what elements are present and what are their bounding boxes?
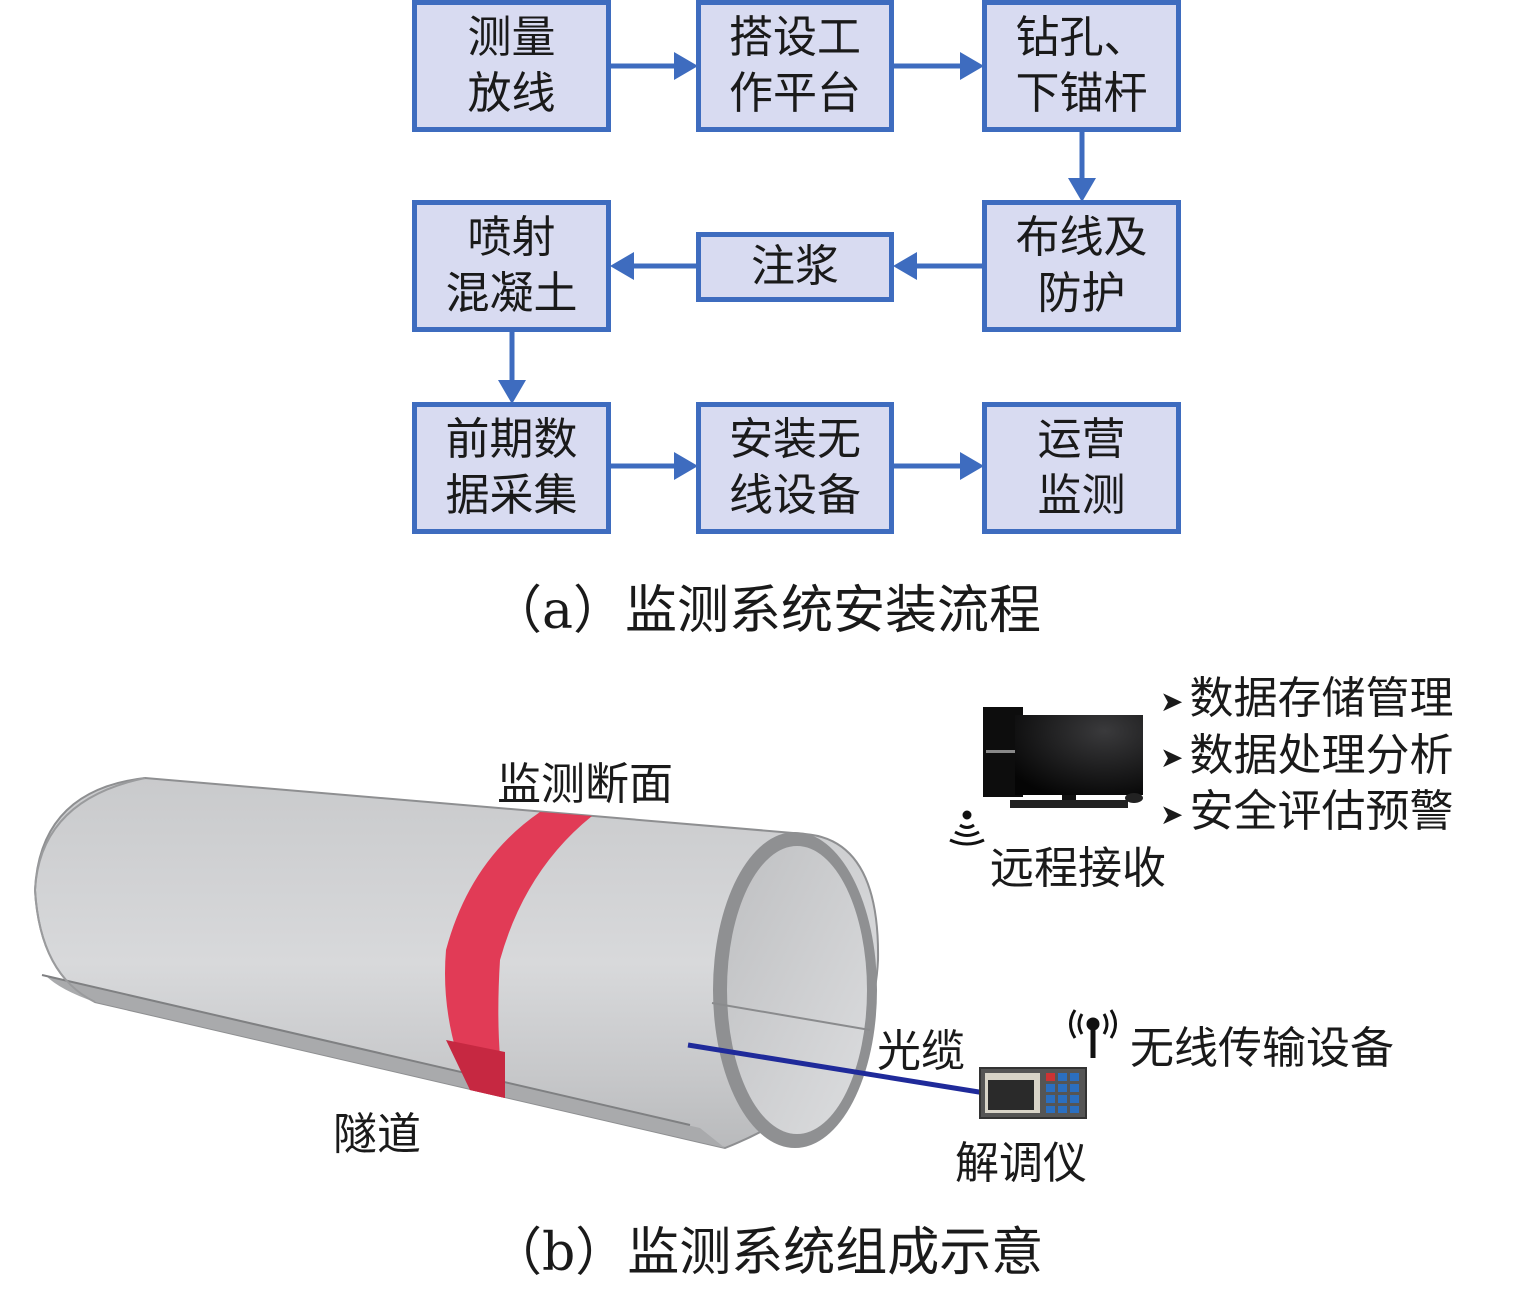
tunnel-edge-line	[41, 974, 691, 1126]
tunnel-inner-line	[711, 1002, 871, 1031]
arrowhead-s1-s2	[674, 52, 698, 80]
function-item: ➤安全评估预警	[1160, 785, 1453, 842]
step-text: 钻孔、	[1015, 12, 1148, 63]
step-grouting: 注浆	[696, 232, 894, 302]
function-item: ➤数据存储管理	[1160, 672, 1453, 729]
step-text: 线设备	[729, 470, 861, 521]
step-text: 喷射	[467, 212, 556, 263]
step-text: 注浆	[751, 241, 839, 292]
step-text: 安装无	[729, 414, 861, 465]
caption-b: （b）监测系统组成示意	[490, 1223, 1044, 1283]
step-text: 搭设工	[729, 12, 861, 63]
monitoring-section-label: 监测断面	[497, 759, 673, 810]
function-text: 数据处理分析	[1189, 729, 1454, 781]
arrowhead-s2-s3	[960, 52, 984, 80]
function-item: ➤数据处理分析	[1160, 729, 1453, 786]
wifi-signal-icon	[949, 810, 985, 846]
computer-icon	[983, 707, 1143, 808]
antenna-icon	[1069, 1009, 1117, 1058]
fiber-cable-label: 光缆	[877, 1026, 965, 1077]
function-text: 数据存储管理	[1189, 673, 1454, 724]
step-text: 测量	[467, 12, 556, 63]
step-text: 运营	[1037, 414, 1126, 465]
function-text: 安全评估预警	[1189, 786, 1454, 837]
step-text: 放线	[467, 68, 556, 119]
step-text: 监测	[1037, 470, 1126, 521]
arrowhead-s4-s5	[893, 252, 917, 280]
step-text: 布线及	[1015, 212, 1148, 263]
step-operation-monitoring: 运营 监测	[982, 402, 1181, 534]
band-lower-shade	[446, 1040, 505, 1098]
arrowhead-s8-s9	[960, 452, 984, 480]
tunnel-opening-inner	[727, 846, 867, 1134]
step-text: 下锚杆	[1015, 68, 1148, 119]
arrow-bullet-icon: ➤	[1160, 684, 1184, 718]
step-initial-data: 前期数 据采集	[412, 402, 611, 534]
step-text: 混凝土	[445, 268, 578, 319]
monitoring-section-band	[445, 812, 592, 1098]
tunnel-lower-face	[45, 975, 725, 1148]
arrow-bullet-icon: ➤	[1160, 797, 1184, 831]
tunnel-left-cap	[33, 777, 146, 1003]
arrowhead-s5-s6	[610, 252, 634, 280]
step-work-platform: 搭设工 作平台	[696, 0, 894, 132]
fiber-cable	[687, 1042, 986, 1096]
arrow-bullet-icon: ➤	[1160, 741, 1184, 774]
step-text: 前期数	[445, 414, 578, 465]
function-list: ➤数据存储管理 ➤数据处理分析 ➤安全评估预警	[1160, 672, 1453, 842]
step-text: 作平台	[729, 68, 861, 119]
step-install-wireless: 安装无 线设备	[696, 402, 894, 534]
arrowhead-s3-s4	[1068, 178, 1096, 202]
arrowhead-s7-s8	[674, 452, 698, 480]
step-drill-anchor: 钻孔、 下锚杆	[982, 0, 1181, 132]
demodulator-label: 解调仪	[955, 1138, 1087, 1189]
remote-receive-label: 远程接收	[990, 843, 1166, 894]
wireless-device-label: 无线传输设备	[1130, 1023, 1394, 1074]
step-survey-layout: 测量 放线	[412, 0, 611, 132]
tunnel-label: 隧道	[333, 1109, 421, 1160]
caption-a: （a）监测系统安装流程	[490, 581, 1042, 641]
step-text: 防护	[1037, 268, 1126, 319]
step-wiring-protection: 布线及 防护	[982, 200, 1181, 332]
step-shotcrete: 喷射 混凝土	[412, 200, 611, 332]
demodulator-icon	[979, 1067, 1087, 1119]
flow-arrows	[498, 52, 1096, 480]
arrowhead-s6-s7	[498, 380, 526, 404]
step-text: 据采集	[445, 470, 578, 521]
